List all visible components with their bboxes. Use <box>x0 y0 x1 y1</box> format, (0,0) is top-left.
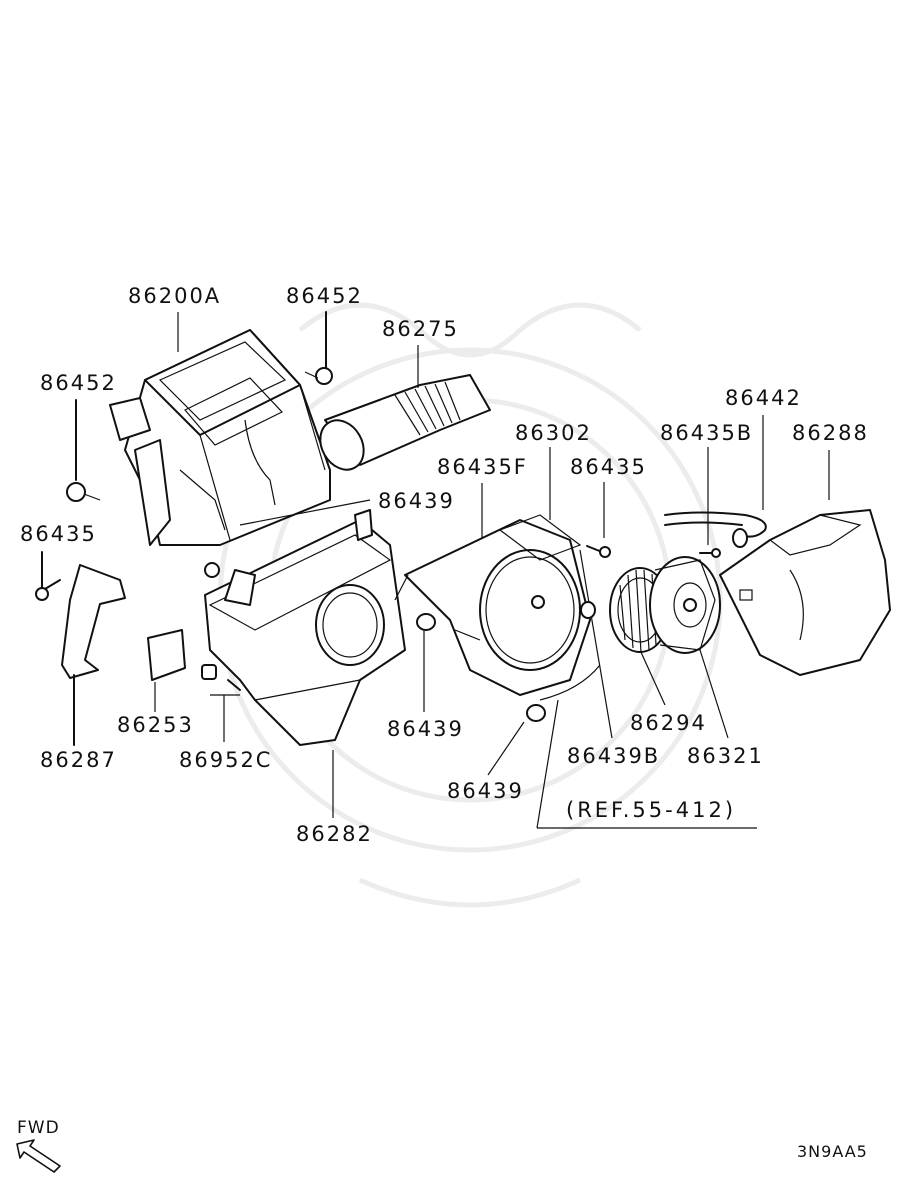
diagram-code: 3N9AA5 <box>797 1142 868 1161</box>
label-86435-left[interactable]: 86435 <box>20 522 97 546</box>
screw-86435B[interactable] <box>699 548 721 558</box>
cover-86288[interactable] <box>719 509 891 676</box>
label-86287[interactable]: 86287 <box>40 748 117 772</box>
fwd-label: FWD <box>17 1118 60 1138</box>
label-86439-bottom[interactable]: 86439 <box>447 779 524 803</box>
label-86435-mid[interactable]: 86435 <box>570 455 647 479</box>
motor-86321[interactable] <box>649 556 721 654</box>
screw-86435-left[interactable] <box>35 551 61 601</box>
nut-86439-bottom[interactable] <box>526 704 546 722</box>
bolt-86452-left[interactable] <box>66 399 101 502</box>
label-86288[interactable]: 86288 <box>792 421 869 445</box>
label-86200A[interactable]: 86200A <box>128 284 222 308</box>
label-86452-top[interactable]: 86452 <box>286 284 363 308</box>
bracket-86287[interactable] <box>61 564 126 746</box>
bracket-86439-top[interactable] <box>354 509 373 541</box>
label-86439-top[interactable]: 86439 <box>378 489 455 513</box>
plate-86253[interactable] <box>147 629 186 681</box>
label-86952C[interactable]: 86952C <box>179 748 273 772</box>
heater-case-86200A[interactable] <box>109 329 331 546</box>
reference-label[interactable]: (REF.55-412) <box>566 798 737 822</box>
screw-86435-mid[interactable] <box>586 545 611 558</box>
label-86302[interactable]: 86302 <box>515 421 592 445</box>
label-86442[interactable]: 86442 <box>725 386 802 410</box>
label-86435F[interactable]: 86435F <box>437 455 528 479</box>
label-86321[interactable]: 86321 <box>687 744 764 768</box>
clip-86952C[interactable] <box>201 664 241 696</box>
leader-lines <box>154 312 830 829</box>
label-86435B[interactable]: 86435B <box>660 421 754 445</box>
label-86253[interactable]: 86253 <box>117 713 194 737</box>
label-86439B[interactable]: 86439B <box>567 744 661 768</box>
lower-case-86282[interactable] <box>204 519 406 746</box>
label-86275[interactable]: 86275 <box>382 317 459 341</box>
grommet-86439B[interactable] <box>580 601 596 619</box>
label-86294[interactable]: 86294 <box>630 711 707 735</box>
blower-case-86302[interactable] <box>394 514 601 701</box>
label-86452-left[interactable]: 86452 <box>40 371 117 395</box>
hose-86442[interactable] <box>664 511 767 548</box>
fwd-arrow-icon <box>16 1139 61 1173</box>
duct-86275[interactable] <box>312 374 491 478</box>
nut-86439-mid[interactable] <box>416 613 436 631</box>
label-86282[interactable]: 86282 <box>296 822 373 846</box>
bolt-86452-top[interactable] <box>304 311 333 385</box>
label-86439-mid[interactable]: 86439 <box>387 717 464 741</box>
